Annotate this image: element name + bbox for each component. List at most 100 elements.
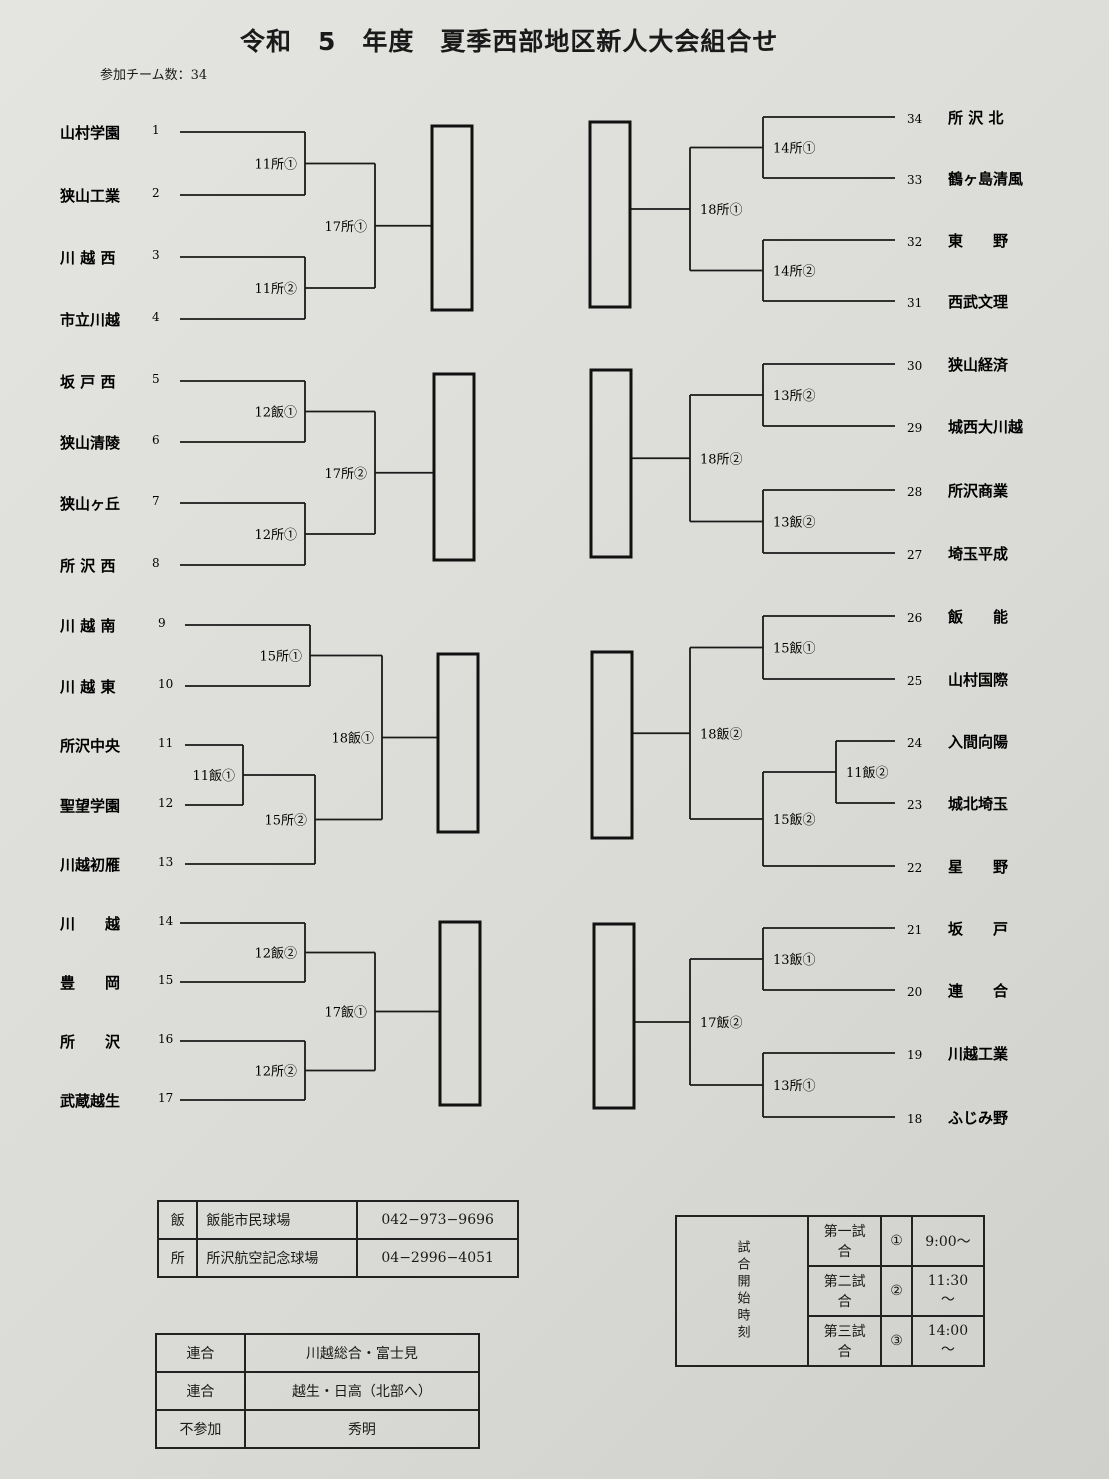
team-name: 武蔵越生 — [60, 1092, 120, 1110]
team-name: 山村学園 — [60, 124, 120, 142]
match-label: 17所① — [324, 220, 367, 235]
team-name: 坂 戸 — [948, 920, 1008, 938]
match-label: 11飯① — [192, 769, 235, 784]
team-number: 8 — [152, 556, 160, 570]
game-label: 第三試合 — [806, 1315, 883, 1367]
match-label: 12所② — [254, 1065, 297, 1080]
team-number: 25 — [907, 674, 922, 688]
team-name: 川 越 東 — [59, 678, 115, 696]
time-header: 試合開始時刻 — [675, 1215, 809, 1367]
team-count: 参加チーム数：34 — [100, 68, 208, 83]
note-row: 不参加 秀明 — [155, 1409, 481, 1449]
team-number: 31 — [907, 296, 922, 310]
team-number: 20 — [907, 985, 922, 999]
team-name: 城北埼玉 — [948, 795, 1008, 813]
team-name: 狭山ヶ丘 — [59, 495, 120, 513]
team-number: 7 — [152, 494, 160, 508]
match-label: 18飯① — [331, 732, 374, 747]
team-number: 15 — [158, 973, 173, 987]
time-row: 第三試合 ③ 14:00～ — [676, 1315, 986, 1367]
team-number: 22 — [907, 861, 922, 875]
team-name: 川 越 西 — [59, 249, 115, 267]
team-name: 西武文理 — [948, 293, 1008, 311]
team-name: 狭山工業 — [59, 187, 121, 205]
page-title: 令和 5 年度 夏季西部地区新人大会組合せ — [240, 27, 779, 56]
team-name: 所沢商業 — [948, 482, 1009, 500]
final-box — [589, 368, 633, 559]
team-number: 27 — [907, 548, 922, 562]
match-label: 11所② — [254, 282, 297, 297]
match-label: 17所② — [324, 467, 367, 482]
match-label: 13所② — [773, 389, 816, 404]
team-name: 飯 能 — [947, 608, 1008, 626]
match-label: 17飯② — [700, 1016, 743, 1031]
note-type: 連合 — [155, 1371, 246, 1411]
note-row: 連合 川越総合・富士見 — [155, 1333, 481, 1373]
venue-name: 所沢航空記念球場 — [196, 1238, 359, 1278]
team-number: 10 — [158, 677, 173, 691]
match-label: 15所① — [259, 650, 302, 665]
team-name: 東 野 — [948, 232, 1008, 250]
match-label: 15所② — [264, 814, 307, 829]
note-row: 連合 越生・日高（北部へ） — [155, 1371, 481, 1411]
match-label: 18所① — [700, 203, 743, 218]
team-name: 狭山清陵 — [59, 434, 121, 452]
team-number: 24 — [907, 736, 923, 750]
team-number: 33 — [907, 173, 922, 187]
game-time: 11:30～ — [910, 1265, 986, 1317]
team-number: 6 — [152, 433, 160, 447]
final-box — [430, 124, 474, 312]
team-number: 2 — [152, 186, 160, 200]
venue-abbr: 所 — [156, 1238, 199, 1278]
game-label: 第一試合 — [806, 1215, 883, 1267]
team-number: 4 — [152, 310, 160, 324]
team-number: 5 — [152, 372, 160, 386]
team-name: 川 越 — [59, 915, 121, 933]
team-name: 聖望学園 — [60, 797, 120, 815]
match-label: 12飯① — [254, 406, 297, 421]
venue-phone: 04−2996−4051 — [356, 1238, 519, 1278]
team-number: 30 — [907, 359, 922, 373]
venue-table: 飯 飯能市民球場 042−973−9696 所 所沢航空記念球場 04−2996… — [156, 1200, 519, 1278]
team-number: 13 — [158, 855, 173, 869]
final-box — [436, 652, 480, 834]
team-name: 城西大川越 — [948, 418, 1024, 436]
team-name: 連 合 — [948, 982, 1009, 1000]
match-label: 15飯② — [773, 813, 816, 828]
note-type: 不参加 — [155, 1409, 246, 1449]
note-detail: 秀明 — [243, 1409, 481, 1449]
team-number: 9 — [158, 616, 166, 630]
final-box — [590, 650, 634, 840]
team-name: 市立川越 — [60, 311, 121, 329]
match-label: 12所① — [254, 528, 297, 543]
game-mark: ① — [880, 1215, 913, 1267]
team-number: 28 — [907, 485, 922, 499]
team-number: 34 — [907, 112, 923, 126]
team-name: 山村国際 — [948, 671, 1009, 689]
team-name: 川 越 南 — [59, 617, 115, 635]
venue-name: 飯能市民球場 — [196, 1200, 359, 1240]
team-name: ふじみ野 — [948, 1109, 1008, 1127]
note-detail: 川越総合・富士見 — [243, 1333, 481, 1373]
team-number: 1 — [152, 123, 160, 137]
match-label: 14所② — [773, 265, 816, 280]
match-label: 13所① — [773, 1079, 816, 1094]
match-label: 13飯① — [773, 953, 816, 968]
start-time-table: 試合開始時刻 第一試合 ① 9:00～ 第二試合 ② 11:30～ 第三試合 ③… — [675, 1215, 986, 1367]
team-name: 所沢中央 — [60, 737, 121, 755]
team-name: 埼玉平成 — [948, 545, 1008, 563]
team-number: 29 — [907, 421, 922, 435]
team-number: 11 — [158, 736, 173, 750]
note-type: 連合 — [155, 1333, 246, 1373]
match-label: 18所② — [700, 452, 743, 467]
team-number: 19 — [907, 1048, 922, 1062]
team-name: 豊 岡 — [60, 974, 120, 992]
team-number: 12 — [158, 796, 173, 810]
venue-row: 飯 飯能市民球場 042−973−9696 — [156, 1200, 519, 1240]
match-label: 17飯① — [324, 1006, 367, 1021]
game-mark: ② — [880, 1265, 913, 1317]
time-row: 試合開始時刻 第一試合 ① 9:00～ — [675, 1215, 986, 1367]
match-label: 13飯② — [773, 516, 816, 531]
team-name: 星 野 — [948, 858, 1008, 876]
team-number: 3 — [152, 248, 160, 262]
